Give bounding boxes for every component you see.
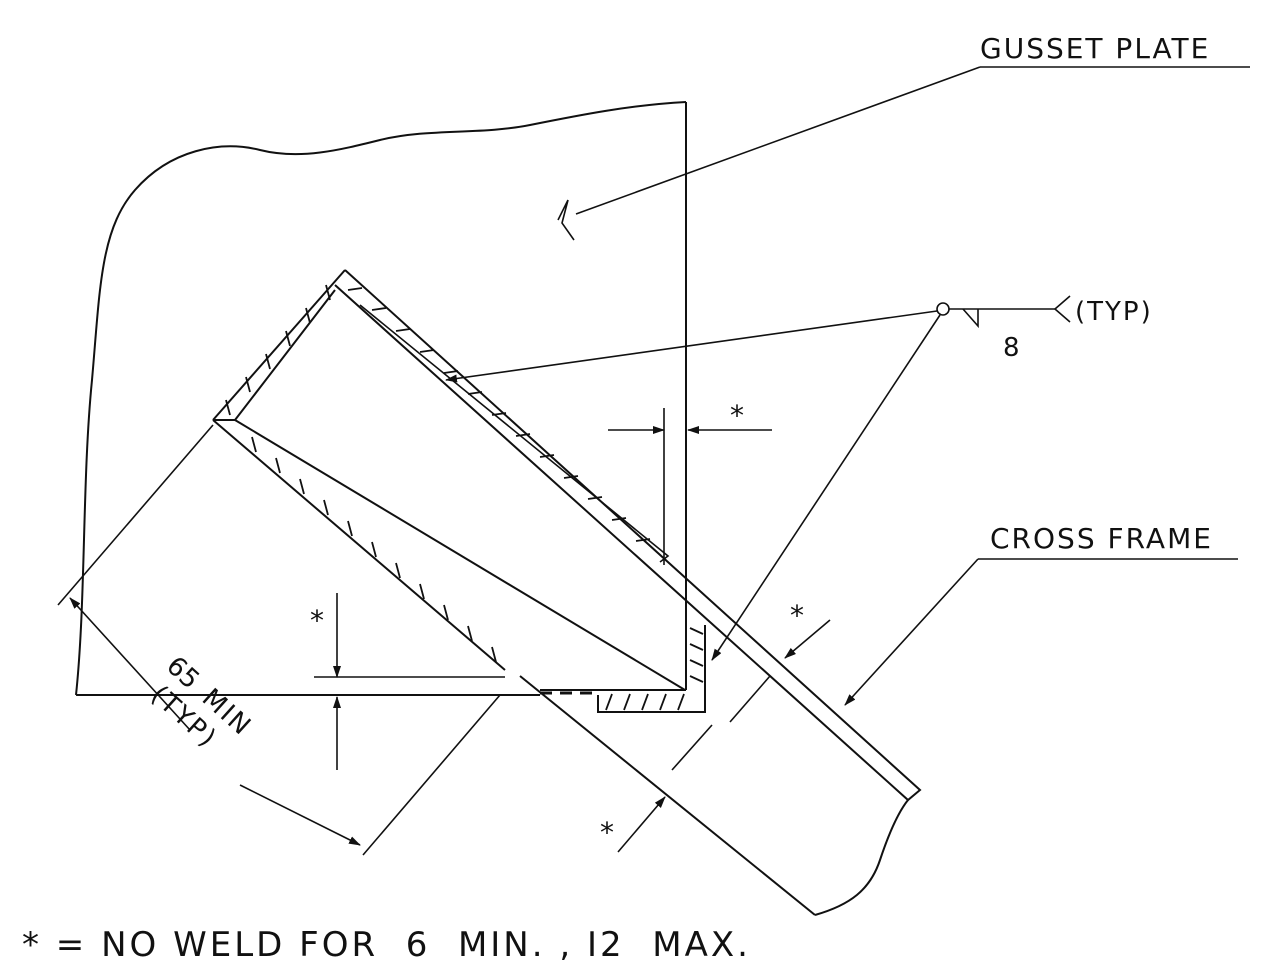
gap-dimension-left bbox=[314, 593, 505, 770]
weld-note: * = NO WELD FOR 6 MIN. , I2 MAX. bbox=[22, 925, 751, 965]
weld-hatching-bottom bbox=[251, 436, 497, 663]
gap-star-right: * bbox=[790, 599, 804, 632]
gap-star-left: * bbox=[310, 604, 324, 637]
gusset-plate-outline bbox=[75, 101, 687, 696]
weld-typ-label: (TYP) bbox=[1075, 297, 1153, 327]
weld-symbol bbox=[445, 295, 1071, 661]
break-symbol bbox=[557, 199, 575, 241]
weld-hatching-corner bbox=[597, 625, 706, 713]
gusset-plate-label: GUSSET PLATE bbox=[980, 32, 1210, 65]
gap-dimension-top bbox=[608, 408, 772, 565]
weld-hatching-top bbox=[225, 284, 651, 542]
gap-dimension-bottom bbox=[617, 724, 713, 853]
inner-edge-line bbox=[359, 304, 670, 563]
gap-star-bottom: * bbox=[600, 816, 614, 849]
cross-frame-label: CROSS FRAME bbox=[990, 522, 1213, 555]
cross-frame-leader bbox=[844, 558, 1238, 706]
gap-star-top: * bbox=[730, 399, 744, 432]
weld-size-label: 8 bbox=[1003, 333, 1020, 363]
cross-frame-member bbox=[212, 269, 922, 916]
gusset-plate-leader bbox=[575, 66, 1250, 215]
dim-65-min bbox=[57, 424, 501, 856]
gap-dimension-right bbox=[729, 619, 831, 723]
